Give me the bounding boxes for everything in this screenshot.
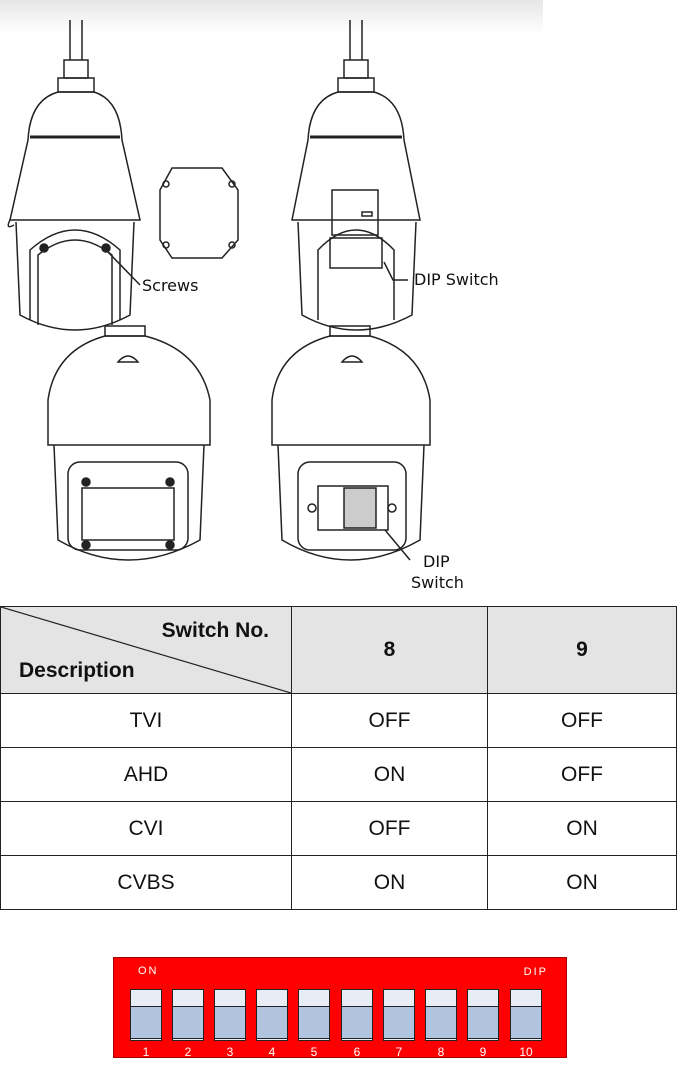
dip-switch-number: 8 <box>437 1045 445 1059</box>
dip-switch-number: 3 <box>226 1045 234 1059</box>
row-value: OFF <box>487 747 677 802</box>
dip-switch-number: 4 <box>268 1045 276 1059</box>
dip-switch-number: 7 <box>395 1045 403 1059</box>
dip-switch-diagram: ON DIP 1 2 3 4 5 6 7 8 9 10 <box>113 957 567 1059</box>
table-row: TVI OFF OFF <box>0 693 677 748</box>
dip-switch-8 <box>425 989 457 1041</box>
dip-switch-knob <box>215 1006 245 1039</box>
dip-switch-label-top: DIP Switch <box>414 270 499 289</box>
row-value: ON <box>291 855 488 910</box>
header-diagonal-cell: Switch No. Description <box>0 606 292 694</box>
dip-switch-7 <box>383 989 415 1041</box>
camera-top-left-drawing <box>7 20 141 331</box>
cover-panel-drawing <box>159 167 239 259</box>
row-description: CVI <box>0 801 292 856</box>
dip-switch-2 <box>172 989 204 1041</box>
dip-switch-9 <box>467 989 499 1041</box>
dip-switch-1 <box>130 989 162 1041</box>
switch-table: Switch No. Description 8 9 TVI OFF OFF A… <box>0 606 677 910</box>
row-description: CVBS <box>0 855 292 910</box>
dip-switch-label-bottom-1: DIP <box>423 552 450 571</box>
dip-switch-knob <box>426 1006 456 1039</box>
dip-switch-6 <box>341 989 373 1041</box>
row-value: OFF <box>291 693 488 748</box>
table-row: CVBS ON ON <box>0 855 677 910</box>
diagonal-line <box>1 607 291 693</box>
camera-diagrams <box>7 20 431 561</box>
dip-switch-knob <box>511 1006 541 1039</box>
dip-switch-number: 1 <box>142 1045 150 1059</box>
dip-switch-5 <box>298 989 330 1041</box>
header-col-9: 9 <box>487 606 677 694</box>
screws-label: Screws <box>142 276 199 295</box>
row-description: TVI <box>0 693 292 748</box>
dip-switch-number: 6 <box>353 1045 361 1059</box>
dip-switch-knob <box>342 1006 372 1039</box>
camera-bottom-left-drawing <box>47 325 211 561</box>
dip-switch-10 <box>510 989 542 1041</box>
dip-switch-knob <box>468 1006 498 1039</box>
top-shading <box>0 0 543 34</box>
table-row: CVI OFF ON <box>0 801 677 856</box>
row-description: AHD <box>0 747 292 802</box>
dip-switch-number: 2 <box>184 1045 192 1059</box>
dip-switch-knob <box>173 1006 203 1039</box>
row-value: OFF <box>487 693 677 748</box>
dip-switch-knob <box>384 1006 414 1039</box>
dip-switch-number: 5 <box>310 1045 318 1059</box>
row-value: OFF <box>291 801 488 856</box>
header-col-8: 8 <box>291 606 488 694</box>
dip-switch-knob <box>299 1006 329 1039</box>
header-switch-no: Switch No. <box>161 619 269 642</box>
table-header-row: Switch No. Description 8 9 <box>0 606 677 694</box>
dip-switch-label-bottom-2: Switch <box>411 573 464 592</box>
row-value: ON <box>291 747 488 802</box>
camera-bottom-right-drawing <box>271 325 431 561</box>
camera-top-right-drawing <box>291 20 421 331</box>
dip-switch-knob <box>257 1006 287 1039</box>
row-value: ON <box>487 801 677 856</box>
dip-switch-3 <box>214 989 246 1041</box>
dip-switch-number: 9 <box>479 1045 487 1059</box>
row-value: ON <box>487 855 677 910</box>
dip-on-label: ON <box>138 965 159 977</box>
dip-switch-4 <box>256 989 288 1041</box>
dip-label: DIP <box>523 966 548 978</box>
dip-switch-knob <box>131 1006 161 1039</box>
header-description: Description <box>19 659 135 682</box>
table-row: AHD ON OFF <box>0 747 677 802</box>
dip-switch-number: 10 <box>519 1045 533 1059</box>
